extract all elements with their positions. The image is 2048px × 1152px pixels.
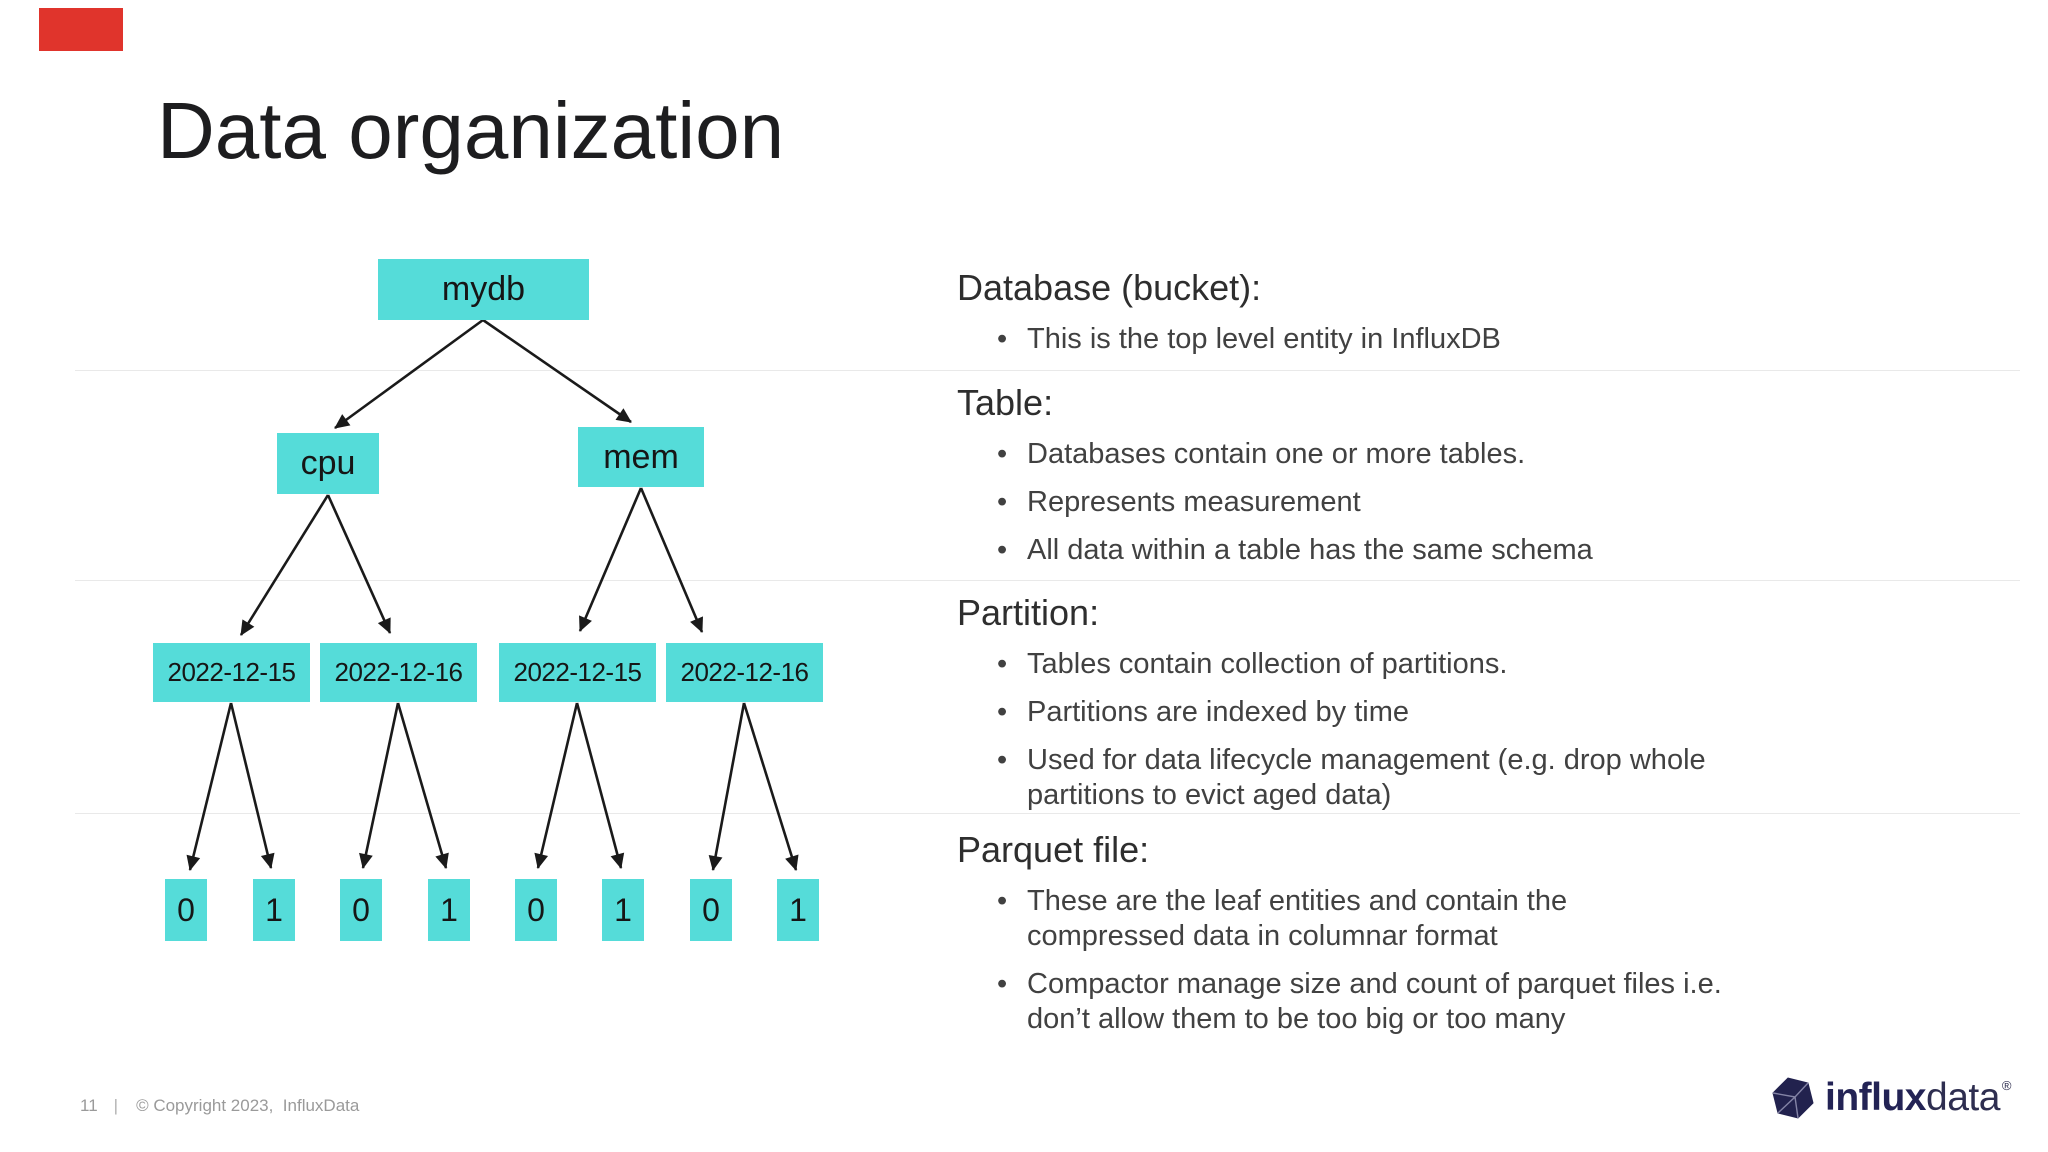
section-heading: Partition: <box>957 592 1100 633</box>
bullet-item: • Represents measurement <box>957 485 2017 520</box>
bullet-item: • Partitions are indexed by time <box>957 695 2017 730</box>
bullet-item: • Databases contain one or more tables. <box>957 437 2017 472</box>
arrow-mydb-mem <box>482 318 632 424</box>
arrow-cpu-p2 <box>326 494 392 634</box>
bullet-dot: • <box>997 438 1008 470</box>
tree-node-parquet-file: 1 <box>602 879 644 941</box>
section-divider <box>75 813 2020 814</box>
tree-node-partition: 2022-12-16 <box>666 643 823 702</box>
bullet-dot: • <box>997 323 1008 355</box>
tree-node-parquet-file: 1 <box>777 879 819 941</box>
arrow-mydb-cpu <box>334 318 484 430</box>
bullet-text: Represents measurement <box>1027 486 1361 518</box>
section-divider <box>75 580 2020 581</box>
bullet-dot: • <box>997 696 1008 728</box>
tree-node-parquet-file: 0 <box>515 879 557 941</box>
section-heading: Parquet file: <box>957 829 1150 870</box>
definition-section: Database (bucket): • This is the top level… <box>957 268 2017 370</box>
bullet-dot: • <box>997 968 1008 1000</box>
bullet-item: • All data within a table has the same sc… <box>957 533 2017 568</box>
tree-node-parquet-file: 0 <box>165 879 207 941</box>
tree-node-table: cpu <box>277 433 379 494</box>
bullet-item: • Used for data lifecycle management (e.g… <box>957 743 2017 813</box>
arrow-p1-f1 <box>186 702 233 871</box>
arrow-p3-f5 <box>534 702 579 869</box>
footer-separator: | <box>113 1096 119 1115</box>
bullet-text: These are the leaf entities and contain … <box>1027 885 1568 952</box>
definition-section: Partition: • Tables contain collection of … <box>957 593 2017 826</box>
registered-mark: ® <box>2001 1078 2012 1093</box>
footer: 11 | © Copyright 2023, InfluxData <box>80 1096 359 1116</box>
logo-data: data <box>1926 1076 2000 1119</box>
bullet-text: Partitions are indexed by time <box>1027 696 1410 728</box>
copyright-text: © Copyright 2023, InfluxData <box>136 1096 360 1115</box>
tree-node-partition: 2022-12-15 <box>499 643 656 702</box>
bullet-item: • Compactor manage size and count of parq… <box>957 967 2017 1037</box>
slide-title: Data organization <box>157 86 785 175</box>
bullet-item: • These are the leaf entities and contain… <box>957 884 2017 954</box>
arrow-mem-p4 <box>639 487 704 633</box>
bullet-item: • This is the top level entity in InfluxD… <box>957 322 2017 357</box>
arrow-p3-f6 <box>575 702 625 869</box>
section-divider <box>75 370 2020 371</box>
bullet-text: All data within a table has the same sch… <box>1027 534 1593 566</box>
bullet-dot: • <box>997 486 1008 518</box>
tree-node-database: mydb <box>378 259 589 320</box>
tree-node-partition: 2022-12-15 <box>153 643 310 702</box>
bullet-dot: • <box>997 885 1008 917</box>
tree-node-parquet-file: 1 <box>253 879 295 941</box>
definition-section: Parquet file: • These are the leaf entitie… <box>957 830 2017 1050</box>
tree-node-parquet-file: 1 <box>428 879 470 941</box>
arrow-p2-f3 <box>359 702 400 869</box>
tree-node-parquet-file: 0 <box>340 879 382 941</box>
bullet-text: Used for data lifecycle management (e.g.… <box>1027 744 1706 811</box>
arrow-mem-p3 <box>578 487 643 632</box>
bullet-text: This is the top level entity in InfluxDB <box>1027 323 1501 355</box>
arrow-cpu-p1 <box>239 494 330 636</box>
bullet-text: Tables contain collection of partitions. <box>1027 648 1508 680</box>
tree-node-partition: 2022-12-16 <box>320 643 477 702</box>
arrow-p4-f7 <box>708 702 746 871</box>
section-heading: Database (bucket): <box>957 267 1262 308</box>
page-number: 11 <box>80 1096 98 1115</box>
red-marker <box>39 8 123 51</box>
arrow-p4-f8 <box>742 702 799 871</box>
bullet-text: Compactor manage size and count of parqu… <box>1027 968 1722 1035</box>
bullet-dot: • <box>997 648 1008 680</box>
influxdata-cube-icon <box>1772 1077 1814 1119</box>
tree-node-parquet-file: 0 <box>690 879 732 941</box>
section-heading: Table: <box>957 382 1054 423</box>
arrow-p2-f4 <box>396 702 449 869</box>
logo-influx: influx <box>1825 1076 1927 1119</box>
arrow-p1-f2 <box>229 702 275 869</box>
tree-node-table: mem <box>578 427 704 487</box>
bullet-dot: • <box>997 534 1008 566</box>
bullet-text: Databases contain one or more tables. <box>1027 438 1526 470</box>
bullet-dot: • <box>997 744 1008 776</box>
bullet-item: • Tables contain collection of partitions… <box>957 647 2017 682</box>
definition-section: Table: • Databases contain one or more tab… <box>957 383 2017 581</box>
